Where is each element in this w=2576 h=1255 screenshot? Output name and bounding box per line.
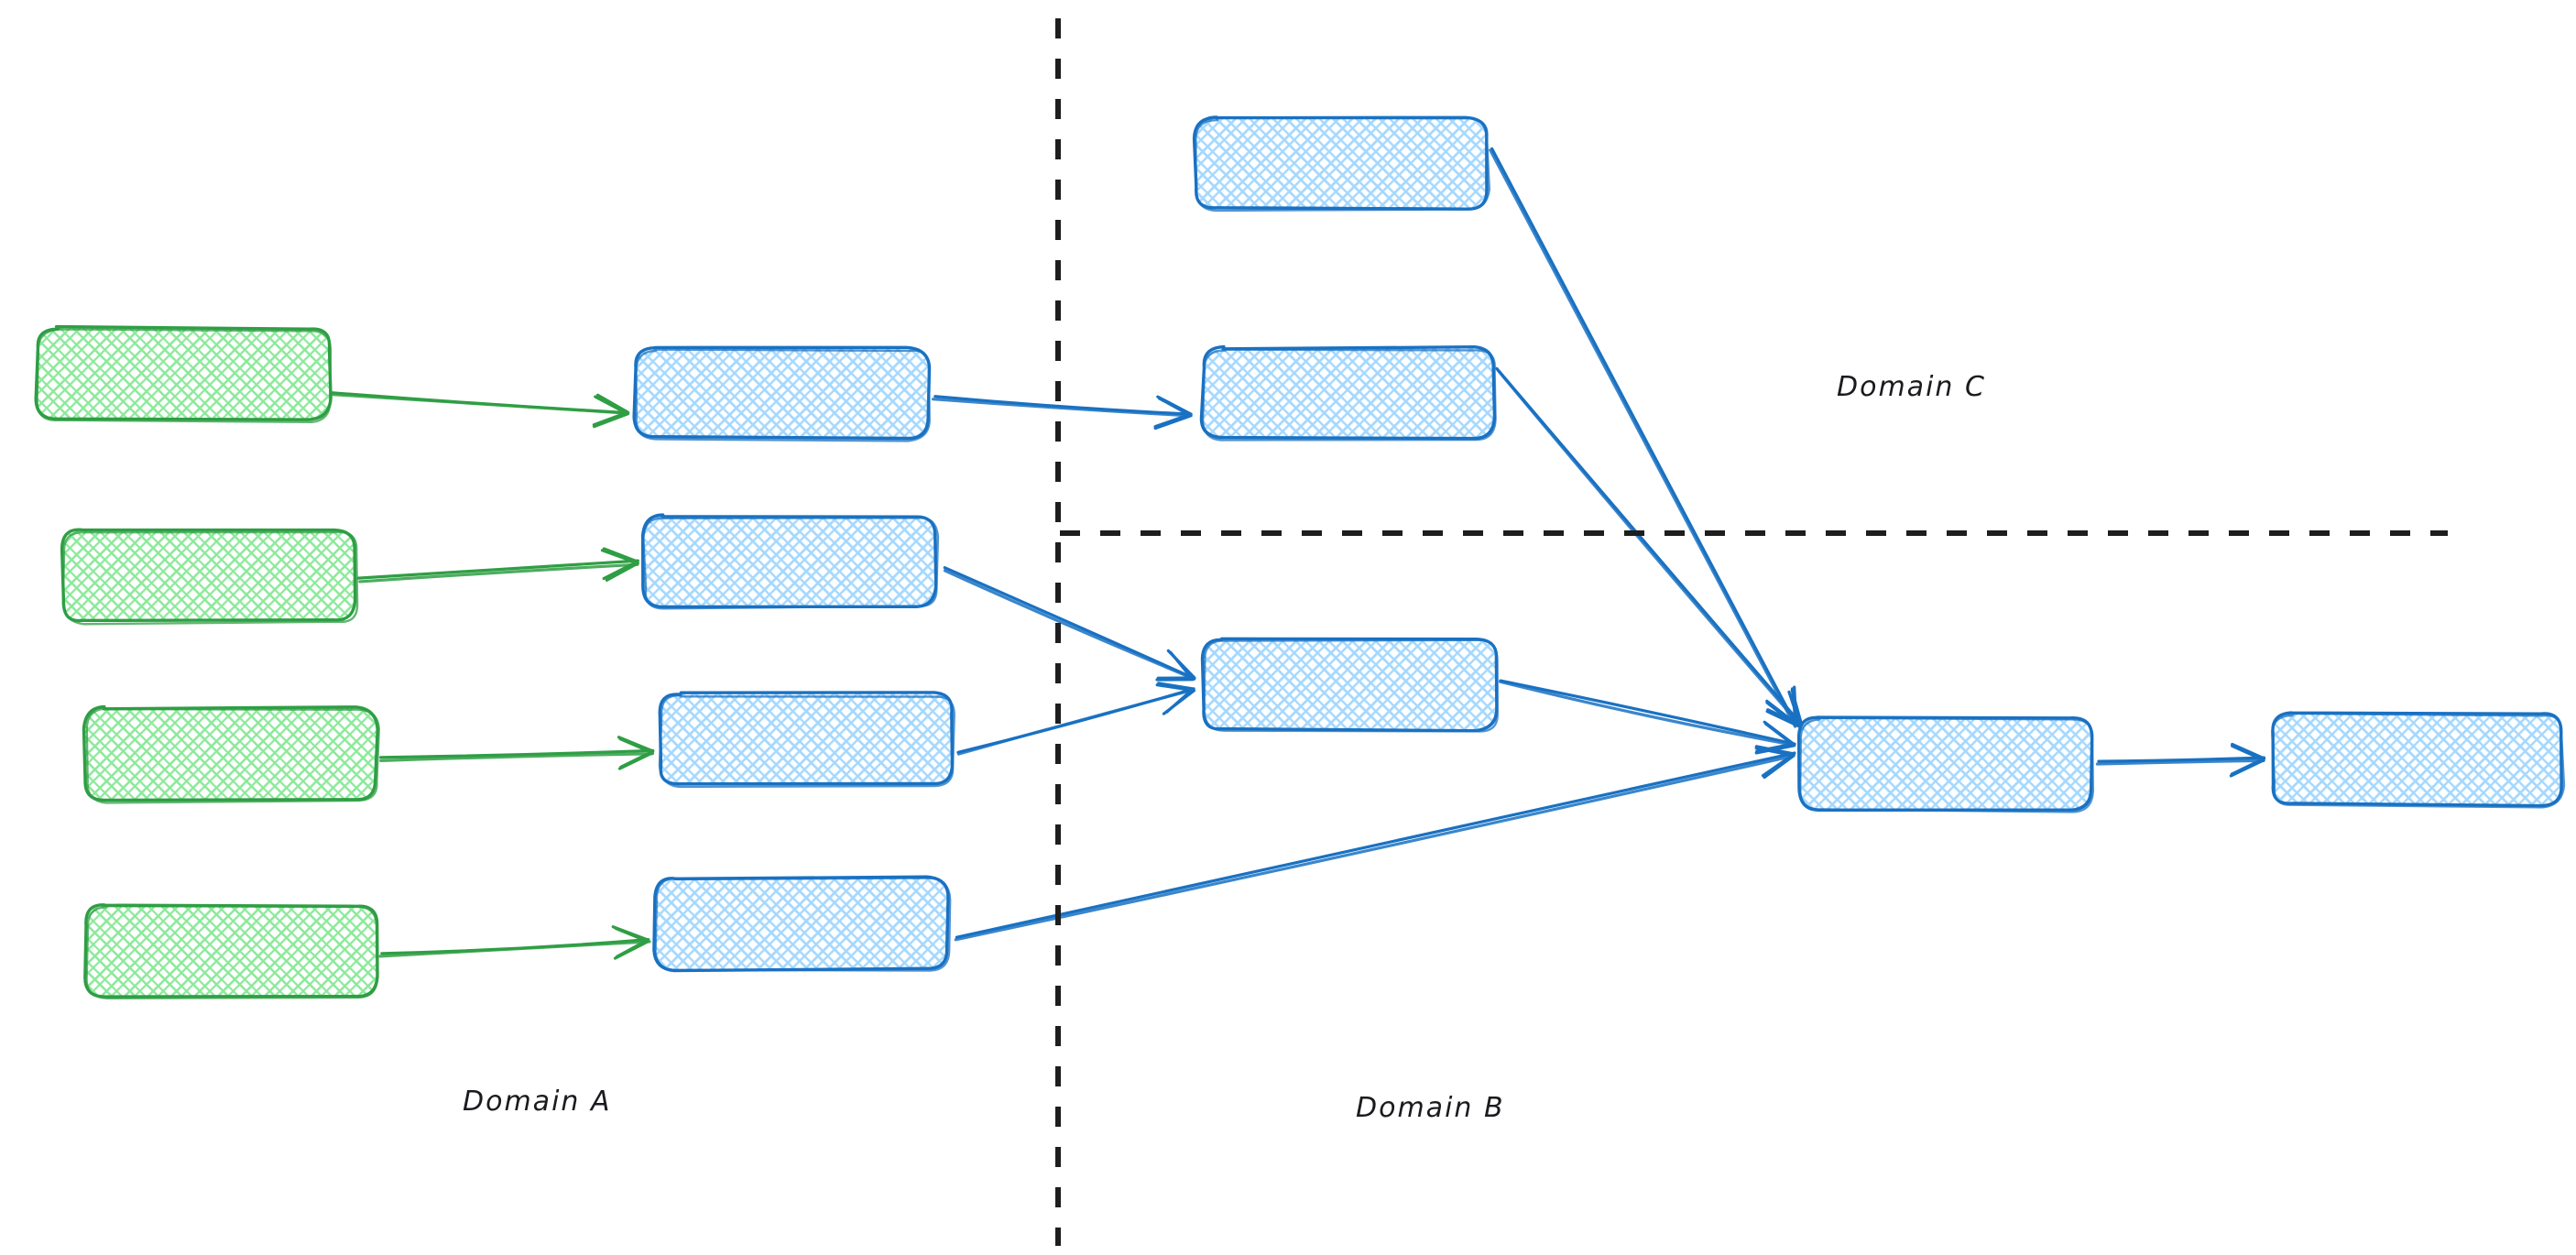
- node-a4[interactable]: [83, 903, 379, 1000]
- node-b2[interactable]: [640, 513, 940, 610]
- edge-d1-e1: [2095, 742, 2266, 778]
- node-d1[interactable]: [1796, 715, 2095, 813]
- edge-b2-c3: [943, 566, 1196, 682]
- node-c1[interactable]: [1192, 115, 1490, 213]
- nodes-layer: [34, 115, 2566, 1000]
- label-domain-c: Domain C: [1837, 371, 1986, 403]
- node-b1[interactable]: [632, 345, 932, 442]
- node-b4[interactable]: [652, 875, 952, 973]
- edge-a1-b1: [329, 390, 630, 429]
- edge-a2-b2: [356, 547, 639, 584]
- edge-b3-c3: [956, 682, 1196, 756]
- node-c3[interactable]: [1200, 637, 1499, 733]
- edge-c3-d1: [1499, 679, 1796, 755]
- label-domain-a: Domain A: [463, 1086, 612, 1118]
- dividers-layer: [1055, 18, 2448, 1246]
- node-b3[interactable]: [658, 691, 955, 789]
- edge-b1-c2: [931, 395, 1193, 431]
- edge-b4-d1: [954, 745, 1796, 942]
- node-c2[interactable]: [1199, 344, 1497, 442]
- edge-c2-d1: [1495, 366, 1804, 729]
- node-a2[interactable]: [60, 528, 359, 626]
- node-a1[interactable]: [34, 324, 333, 424]
- edge-c1-d1: [1489, 147, 1798, 728]
- edges-layer: [329, 147, 2266, 960]
- node-a3[interactable]: [82, 704, 380, 804]
- label-domain-b: Domain B: [1356, 1092, 1505, 1124]
- node-e1[interactable]: [2271, 711, 2566, 809]
- edge-a4-b4: [378, 925, 651, 960]
- edge-a3-b3: [378, 736, 655, 770]
